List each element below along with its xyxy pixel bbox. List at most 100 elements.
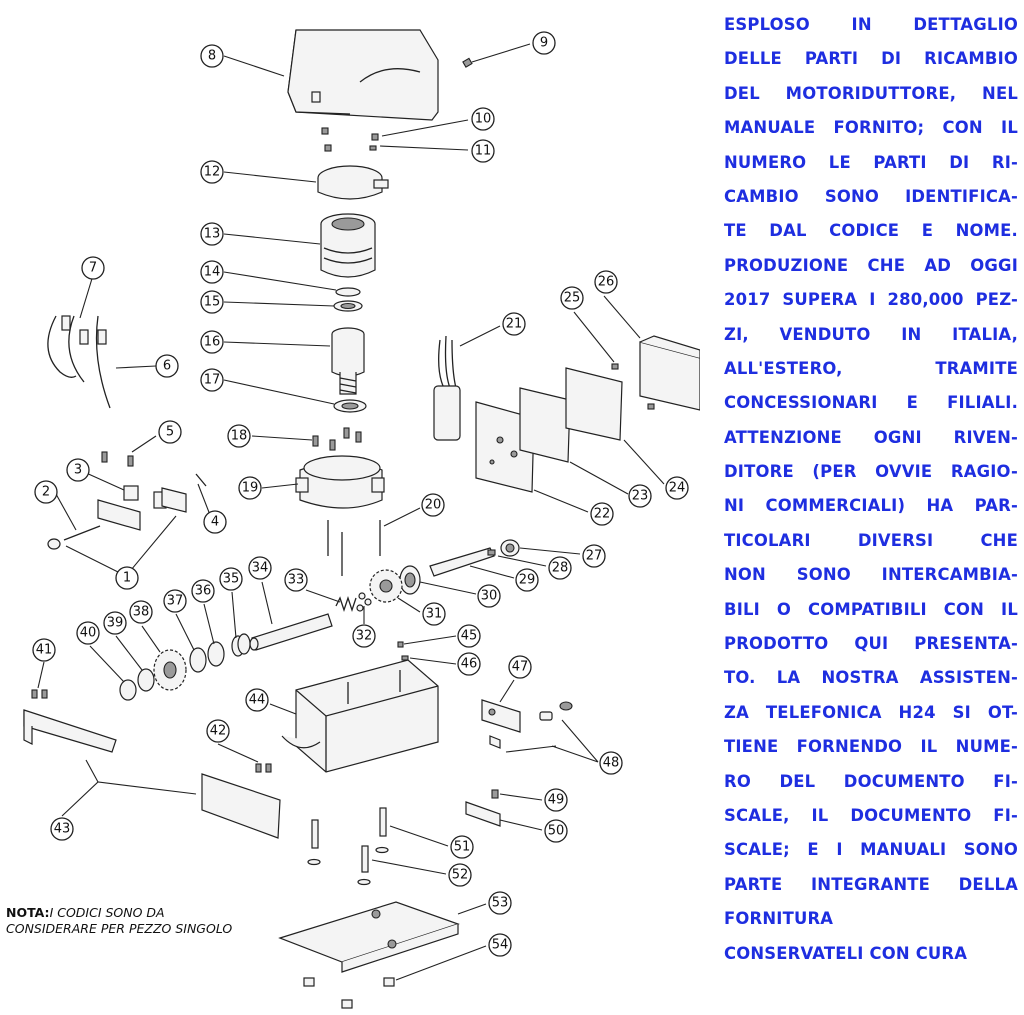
svg-text:7: 7	[89, 261, 97, 276]
callout-10: 10	[471, 107, 495, 131]
svg-text:12: 12	[204, 165, 221, 180]
description-line: SCALE; E I MANUALI SONO	[724, 840, 1018, 860]
svg-text:50: 50	[548, 824, 565, 839]
description-line: CONCESSIONARI E FILIALI.	[724, 393, 1018, 413]
callout-29: 29	[515, 568, 539, 592]
callout-45: 45	[457, 624, 481, 648]
part-pulley-27	[500, 539, 520, 557]
part-screw-25	[611, 363, 619, 370]
part-bearing-15	[333, 300, 363, 312]
callout-37: 37	[163, 589, 187, 613]
callout-32: 32	[352, 624, 376, 648]
callout-11: 11	[471, 139, 495, 163]
description-line: ALL'ESTERO, TRAMITE	[724, 358, 1018, 378]
callout-5: 5	[158, 420, 182, 444]
svg-text:44: 44	[249, 693, 266, 708]
callout-54: 54	[488, 933, 512, 957]
leader-lines	[37, 43, 665, 981]
svg-text:20: 20	[425, 498, 442, 513]
svg-text:40: 40	[80, 626, 97, 641]
callout-50: 50	[544, 819, 568, 843]
parts-drawing: 1 2 3 4 5 6 7 8 9 10 11 12 13 14 15 16 1…	[23, 29, 700, 1009]
note-text: I CODICI SONO DA CONSIDERARE PER PEZZO S…	[6, 905, 233, 936]
part-housing-19	[295, 455, 385, 509]
svg-text:6: 6	[163, 359, 171, 374]
callout-17: 17	[200, 368, 224, 392]
exploded-parts-diagram: 1 2 3 4 5 6 7 8 9 10 11 12 13 14 15 16 1…	[23, 29, 700, 1009]
part-ring-39	[137, 668, 155, 692]
svg-text:22: 22	[594, 507, 611, 522]
svg-text:38: 38	[133, 605, 150, 620]
svg-text:5: 5	[166, 425, 174, 440]
part-limit-47	[481, 699, 521, 749]
svg-text:24: 24	[669, 481, 686, 496]
part-pins-32	[356, 592, 372, 612]
part-rods-20	[327, 520, 381, 576]
part-washer-14	[335, 287, 361, 297]
callout-24: 24	[665, 476, 689, 500]
closing-line: CONSERVATELI CON CURA	[724, 943, 968, 963]
part-block-50	[465, 801, 501, 827]
callout-42: 42	[206, 719, 230, 743]
description-line: DITORE (PER OVVIE RAGIO-	[724, 462, 1018, 482]
svg-text:18: 18	[231, 429, 248, 444]
callout-18: 18	[227, 424, 251, 448]
part-bearing-30	[399, 565, 421, 595]
svg-text:10: 10	[475, 112, 492, 127]
description-line: PRODUZIONE CHE AD OGGI	[724, 255, 1018, 275]
part-spring-33	[335, 595, 357, 613]
note-block: NOTA:I CODICI SONO DA CONSIDERARE PER PE…	[6, 905, 256, 937]
callout-39: 39	[103, 611, 127, 635]
part-harness-6-7	[47, 315, 111, 409]
part-plate-24	[565, 367, 623, 441]
callout-49: 49	[544, 788, 568, 812]
callout-25: 25	[560, 286, 584, 310]
description-line: TE DAL CODICE E NOME.	[724, 221, 1018, 241]
part-pinion-38	[153, 649, 187, 691]
part-screw-49	[491, 789, 499, 799]
svg-text:4: 4	[211, 515, 219, 530]
callout-33: 33	[284, 568, 308, 592]
callout-2: 2	[34, 480, 58, 504]
callout-51: 51	[450, 835, 474, 859]
description-line: ATTENZIONE OGNI RIVEN-	[724, 427, 1018, 447]
svg-text:16: 16	[204, 335, 221, 350]
svg-text:33: 33	[288, 573, 305, 588]
callout-28: 28	[548, 556, 572, 580]
callout-36: 36	[191, 579, 215, 603]
part-bearing-17	[333, 399, 367, 413]
callout-34: 34	[248, 556, 272, 580]
description-line: CAMBIO SONO IDENTIFICA-	[724, 186, 1018, 206]
svg-text:36: 36	[195, 584, 212, 599]
description-line: DELLE PARTI DI RICAMBIO	[724, 49, 1018, 69]
part-clips-54	[303, 977, 395, 1009]
svg-text:43: 43	[54, 822, 71, 837]
description-line: BILI O COMPATIBILI CON IL	[724, 599, 1018, 619]
part-switch-1-5	[47, 451, 207, 550]
part-nuts-10-11	[321, 127, 379, 152]
description-text-block: ESPLOSO IN DETTAGLIO DELLE PARTI DI RICA…	[724, 8, 1018, 971]
part-bolts-51-52	[307, 807, 389, 886]
svg-text:13: 13	[204, 227, 221, 242]
callout-3: 3	[66, 458, 90, 482]
part-bracket-43	[23, 709, 117, 753]
svg-text:53: 53	[492, 896, 509, 911]
part-screws-42	[255, 763, 272, 773]
callout-13: 13	[200, 222, 224, 246]
callout-52: 52	[448, 863, 472, 887]
description-line: SCALE, IL DOCUMENTO FI-	[724, 805, 1018, 825]
description-line: FORNITURA	[724, 909, 834, 929]
description-line: TO. LA NOSTRA ASSISTEN-	[724, 668, 1018, 688]
part-box-26	[639, 335, 700, 411]
callout-16: 16	[200, 330, 224, 354]
part-rotor-16	[331, 327, 365, 395]
callout-35: 35	[219, 567, 243, 591]
svg-text:25: 25	[564, 291, 581, 306]
svg-text:11: 11	[475, 144, 492, 159]
callout-27: 27	[582, 544, 606, 568]
description-line: NUMERO LE PARTI DI RI-	[724, 152, 1018, 172]
callout-20: 20	[421, 493, 445, 517]
svg-text:37: 37	[167, 594, 184, 609]
callout-46: 46	[457, 652, 481, 676]
svg-text:9: 9	[540, 36, 548, 51]
